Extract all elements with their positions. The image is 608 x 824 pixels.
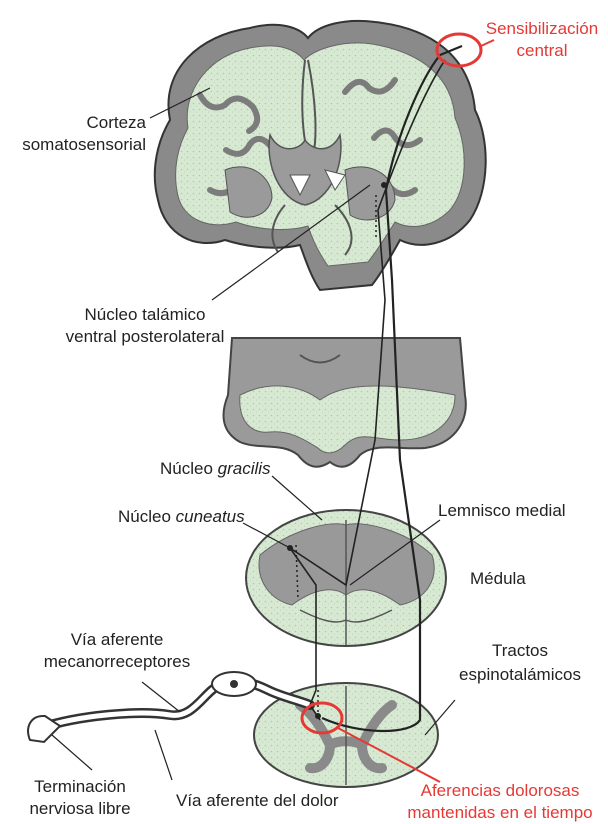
label-somatosensory-cortex-2: somatosensorial <box>22 135 146 154</box>
label-nucleus-gracilis: Núcleo gracilis <box>160 459 271 478</box>
label-pain-pathway: Vía aferente del dolor <box>176 791 339 810</box>
label-thalamic-nucleus-1: Núcleo talámico <box>85 305 206 324</box>
label-central-sensitization-1: Sensibilización <box>486 19 598 38</box>
brainstem-section <box>224 338 466 467</box>
label-nucleus-cuneatus: Núcleo cuneatus <box>118 507 245 526</box>
label-sustained-pain-afferents-1: Aferencias dolorosas <box>421 781 580 800</box>
label-medial-lemniscus: Lemnisco medial <box>438 501 566 520</box>
label-mechanoreceptor-pathway-1: Vía aferente <box>71 630 164 649</box>
label-mechanoreceptor-pathway-2: mecanorreceptores <box>44 652 190 671</box>
label-thalamic-nucleus-2: ventral posterolateral <box>66 327 225 346</box>
label-spinothalamic-tracts-1: Tractos <box>492 641 548 660</box>
label-somatosensory-cortex-1: Corteza <box>86 113 146 132</box>
label-free-nerve-ending-2: nerviosa libre <box>29 799 130 818</box>
label-free-nerve-ending-1: Terminación <box>34 777 126 796</box>
dorsal-horn-synapse <box>315 713 321 719</box>
label-spinothalamic-tracts-2: espinotalámicos <box>459 665 581 684</box>
thalamic-synapse <box>381 182 387 188</box>
label-sustained-pain-afferents-2: mantenidas en el tiempo <box>407 803 592 822</box>
label-medulla: Médula <box>470 569 526 588</box>
label-central-sensitization-2: central <box>516 41 567 60</box>
